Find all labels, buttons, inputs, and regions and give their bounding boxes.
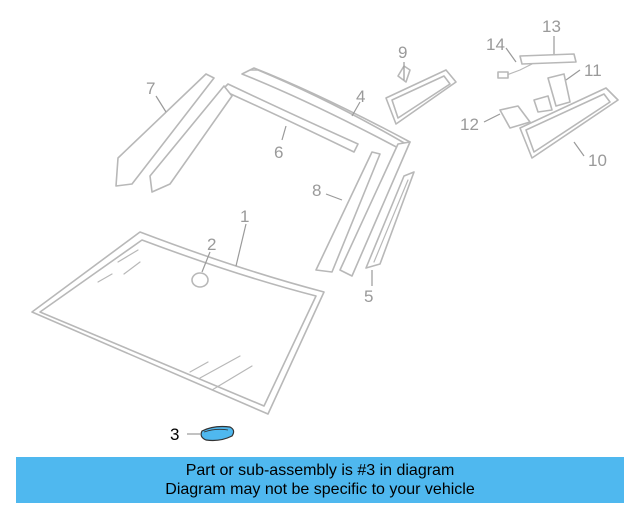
callout-4: 4	[356, 87, 365, 106]
callout-5: 5	[364, 287, 373, 306]
cover-part-13	[519, 53, 577, 65]
info-banner: Part or sub-assembly is #3 in diagram Di…	[16, 457, 624, 503]
callout-12: 12	[460, 115, 479, 134]
callout-2: 2	[207, 235, 216, 254]
banner-line-part-number: Part or sub-assembly is #3 in diagram	[185, 462, 455, 479]
windshield-part-1	[31, 231, 325, 415]
callout-1: 1	[240, 207, 249, 226]
reveal-strip-part-6	[221, 83, 359, 153]
left-pillar-trim-part-7	[115, 73, 233, 193]
bracket-part-12	[499, 95, 553, 129]
rearview-mirror-part-9	[385, 65, 457, 125]
right-pillar-trim-part-8	[315, 141, 411, 277]
banner-line-disclaimer: Diagram may not be specific to your vehi…	[165, 481, 475, 498]
mirror-mount-part-11	[547, 73, 571, 107]
auto-dim-mirror-part-10	[519, 87, 619, 159]
highlighted-part-3	[200, 425, 235, 442]
callout-11: 11	[584, 61, 602, 80]
callout-10: 10	[588, 151, 607, 170]
mirror-button-part-2	[191, 272, 209, 288]
wiring-part-14	[497, 63, 533, 79]
callout-13: 13	[542, 17, 561, 36]
callout-14: 14	[486, 35, 505, 54]
callout-6: 6	[274, 143, 283, 162]
callout-7: 7	[146, 79, 155, 98]
pillar-molding-part-5	[365, 171, 415, 269]
callout-8: 8	[312, 181, 321, 200]
callout-9: 9	[398, 43, 407, 62]
header-molding-part-4	[241, 67, 411, 151]
callout-3: 3	[170, 425, 179, 444]
leader-lines	[155, 36, 585, 435]
